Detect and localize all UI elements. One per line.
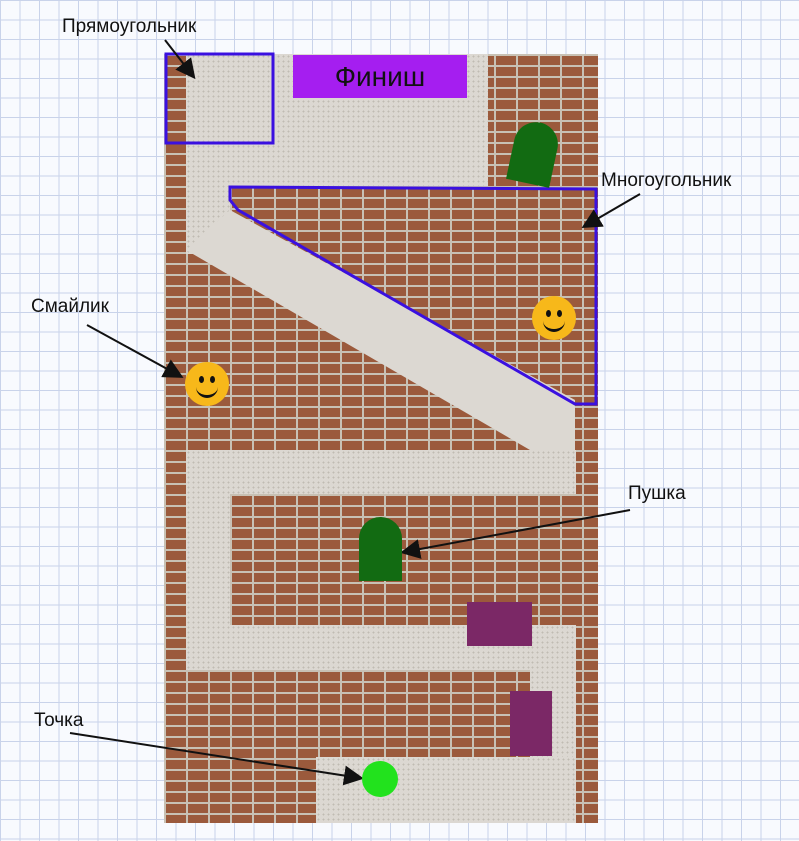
label-point: Точка: [34, 710, 84, 731]
arrow-cannon: [400, 509, 631, 559]
polygon-outline: [228, 185, 598, 406]
obstacle-block: [467, 602, 532, 646]
finish-zone: Финиш: [293, 55, 467, 98]
label-cannon: Пушка: [628, 483, 686, 504]
arrow-smiley: [86, 324, 184, 378]
arrow-point: [69, 732, 364, 786]
rectangle-outline: [164, 52, 275, 145]
arrow-rectangle: [164, 39, 196, 80]
arrow-polygon: [581, 193, 641, 229]
label-smiley: Смайлик: [31, 296, 109, 317]
smiley-icon: [185, 362, 229, 406]
label-polygon: Многоугольник: [601, 170, 732, 191]
cannon: [359, 517, 402, 581]
player-point: [362, 761, 398, 797]
obstacle-block: [510, 691, 552, 756]
label-rectangle: Прямоугольник: [62, 16, 197, 37]
smiley-icon: [532, 296, 576, 340]
path-segment: [186, 450, 576, 494]
path-segment: [316, 757, 576, 823]
